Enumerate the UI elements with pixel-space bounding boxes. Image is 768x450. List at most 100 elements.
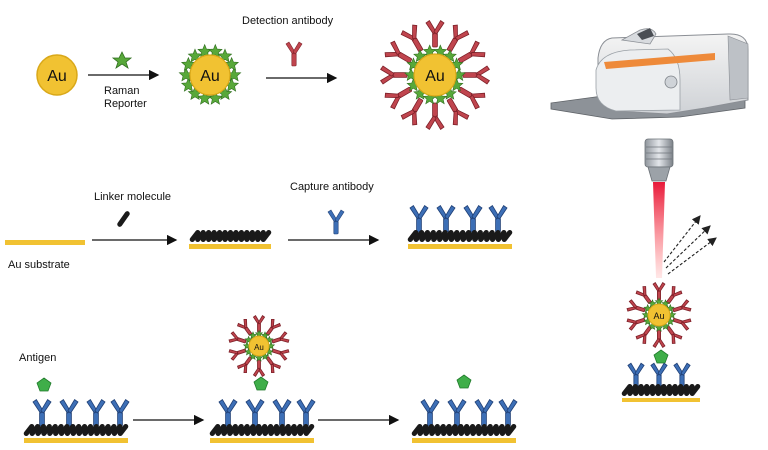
linker-molecule (233, 229, 244, 243)
antibody-icon (650, 362, 668, 388)
antibody-icon (652, 329, 666, 348)
detection-antibody-ring (380, 20, 490, 130)
linker-molecule (100, 423, 111, 437)
orange-stripe (604, 53, 715, 69)
raman-reporter-icon (265, 335, 274, 344)
au-label: Au (425, 68, 445, 85)
linker-molecule (227, 229, 239, 243)
linker-molecule (82, 423, 94, 437)
antibody-coated-substrate (407, 205, 513, 249)
linker-molecule (303, 423, 315, 437)
linker-molecule (70, 423, 82, 437)
linker-molecule (689, 383, 701, 397)
linker-molecule (482, 423, 493, 437)
antibody-icon (218, 399, 238, 427)
linker-molecule (64, 423, 76, 437)
linker-molecule (256, 423, 268, 437)
antibody-icon (409, 205, 429, 233)
linker-molecule (489, 229, 501, 243)
linker-molecule (505, 423, 517, 437)
linker-molecule (454, 229, 466, 243)
antibody-icon (237, 356, 253, 374)
linker-molecule (476, 423, 487, 437)
antibody-icon (265, 356, 281, 374)
antibody-icon (463, 205, 483, 233)
linker-molecule (35, 423, 47, 437)
linker-molecule (260, 229, 272, 243)
detection-antibody-label: Detection antibody (242, 15, 334, 27)
linker-molecule (452, 423, 464, 437)
linker-molecule (94, 423, 105, 437)
antibody-icon (32, 399, 52, 427)
raman-reporter-icon (260, 331, 270, 340)
antibody-icon (272, 399, 292, 427)
linker-molecule (661, 383, 672, 397)
sers-tag-large: Au (380, 20, 490, 130)
linker-molecule (431, 229, 442, 243)
linker-molecule (215, 423, 227, 437)
antibody-icon (672, 317, 692, 331)
objective-lens (644, 138, 674, 182)
antibody-icon (252, 315, 266, 333)
row-substrate-functionalization: Au substrate Linker molecule Capture ant… (5, 181, 513, 271)
linker-molecule (47, 423, 58, 437)
linker-molecule (464, 423, 476, 437)
antibody-icon (59, 399, 79, 427)
linker-molecule (53, 423, 64, 437)
antibody-icon (488, 205, 508, 233)
linker-molecule (488, 423, 499, 437)
linker-molecule (466, 229, 478, 243)
antigen-icon (653, 349, 669, 364)
linker-molecule (238, 229, 250, 243)
linker-molecule (478, 229, 489, 243)
antibody-icon (265, 318, 281, 336)
linker-molecule (633, 383, 644, 397)
antibody-icon (652, 282, 666, 301)
linker-molecule (460, 229, 472, 243)
raman-microscope (550, 28, 749, 120)
linker-molecule (274, 423, 285, 437)
linker-molecule (249, 229, 261, 243)
sandwich-complex: Au (209, 315, 316, 443)
antibody-icon (425, 102, 445, 130)
antibody-icon (425, 20, 445, 48)
antibody-icon (626, 299, 646, 313)
linker-molecule (200, 229, 212, 243)
linker-molecule (209, 423, 221, 437)
antibody-icon (458, 40, 486, 64)
antibody-icon (271, 331, 290, 344)
linker-molecule (41, 423, 52, 437)
linker-molecule (448, 229, 460, 243)
linker-molecule (495, 229, 507, 243)
linker-molecule (250, 423, 262, 437)
linker-molecule (621, 383, 633, 397)
raman-reporter-icon (111, 51, 133, 69)
linker-molecule (407, 229, 419, 243)
au-substrate-strip (5, 240, 85, 245)
linker-molecule (472, 229, 483, 243)
linker-molecule (684, 383, 695, 397)
row-nanoparticle-synthesis: Au Raman Reporter Au Detection antibody … (36, 15, 490, 130)
linker-molecule-label: Linker molecule (94, 191, 171, 203)
detection-antibody-icon (285, 41, 303, 67)
linker-molecule (217, 229, 228, 243)
detection-sandwich: Au (621, 282, 701, 402)
antigen-icon (456, 374, 472, 389)
antibody-icon (626, 317, 646, 331)
linker-molecule (650, 383, 661, 397)
antibody-icon (666, 326, 683, 344)
linker-molecule (189, 229, 201, 243)
linker-molecule (644, 383, 655, 397)
linker-molecule (667, 383, 678, 397)
antibody-icon (474, 399, 494, 427)
linker-molecule (437, 229, 448, 243)
antibody-icon (420, 399, 440, 427)
scattered-light-arrows (663, 215, 717, 275)
linker-molecule (499, 423, 511, 437)
linker-molecule (425, 229, 436, 243)
antibody-icon (228, 331, 247, 344)
linker-molecule (417, 423, 429, 437)
linker-molecule (442, 229, 454, 243)
linker-molecule (446, 423, 458, 437)
linker-molecule (29, 423, 41, 437)
